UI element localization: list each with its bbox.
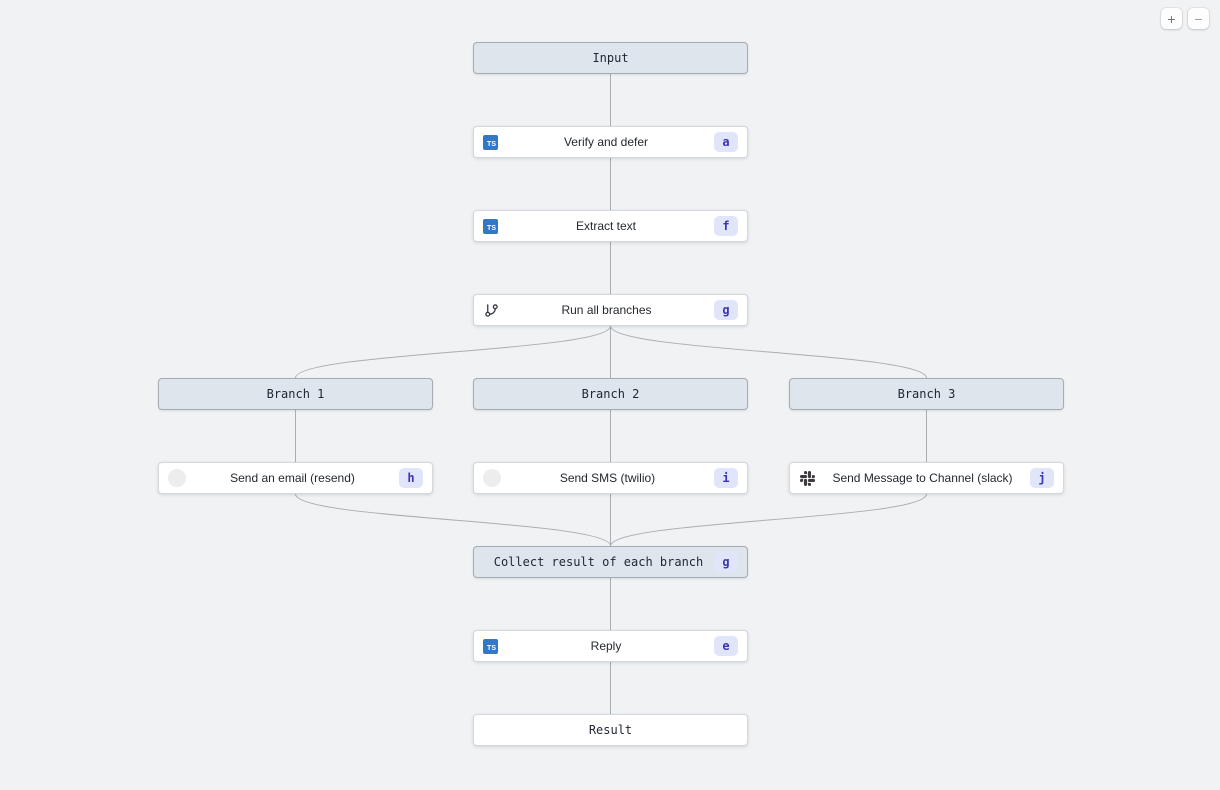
resend-icon — [168, 469, 186, 487]
node-extract-text[interactable]: TS Extract text f — [473, 210, 748, 242]
node-label: Reply — [590, 639, 622, 653]
node-label: Verify and defer — [563, 135, 649, 149]
node-label: Send an email (resend) — [230, 471, 355, 485]
node-input[interactable]: Input — [473, 42, 748, 74]
node-send-email-resend[interactable]: Send an email (resend) h — [158, 462, 433, 494]
git-branch-icon — [483, 302, 499, 318]
node-label: Run all branches — [561, 303, 652, 317]
node-label: Branch 2 — [581, 387, 640, 401]
shortcut-badge: g — [714, 300, 738, 320]
shortcut-badge: a — [714, 132, 738, 152]
edge-email-collect — [295, 493, 611, 547]
node-run-all-branches[interactable]: Run all branches g — [473, 294, 748, 326]
typescript-icon: TS — [483, 638, 498, 654]
node-result[interactable]: Result — [473, 714, 748, 746]
node-verify-and-defer[interactable]: TS Verify and defer a — [473, 126, 748, 158]
node-label: Branch 1 — [266, 387, 325, 401]
shortcut-badge: e — [714, 636, 738, 656]
node-label: Branch 3 — [897, 387, 956, 401]
twilio-icon — [483, 469, 501, 487]
zoom-out-button[interactable]: − — [1188, 8, 1209, 29]
edge-run-branch1 — [295, 325, 611, 379]
node-label: Result — [588, 723, 633, 737]
node-label: Extract text — [575, 219, 637, 233]
node-branch-2[interactable]: Branch 2 — [473, 378, 748, 410]
slack-icon — [799, 470, 815, 486]
node-label: Collect result of each branch — [493, 555, 704, 569]
node-label: Send SMS (twilio) — [559, 471, 656, 485]
zoom-controls: + − — [1161, 8, 1209, 29]
edge-slack-collect — [610, 493, 927, 547]
zoom-in-button[interactable]: + — [1161, 8, 1182, 29]
typescript-icon: TS — [483, 218, 498, 234]
edge-run-branch3 — [610, 325, 927, 379]
shortcut-badge: g — [714, 552, 738, 572]
node-reply[interactable]: TS Reply e — [473, 630, 748, 662]
shortcut-badge: j — [1030, 468, 1054, 488]
node-branch-1[interactable]: Branch 1 — [158, 378, 433, 410]
node-label: Send Message to Channel (slack) — [832, 471, 1013, 485]
node-send-sms-twilio[interactable]: Send SMS (twilio) i — [473, 462, 748, 494]
typescript-icon: TS — [483, 134, 498, 150]
shortcut-badge: h — [399, 468, 423, 488]
node-send-message-slack[interactable]: Send Message to Channel (slack) j — [789, 462, 1064, 494]
node-collect-result[interactable]: Collect result of each branch g — [473, 546, 748, 578]
shortcut-badge: f — [714, 216, 738, 236]
node-branch-3[interactable]: Branch 3 — [789, 378, 1064, 410]
shortcut-badge: i — [714, 468, 738, 488]
node-label: Input — [592, 51, 629, 65]
